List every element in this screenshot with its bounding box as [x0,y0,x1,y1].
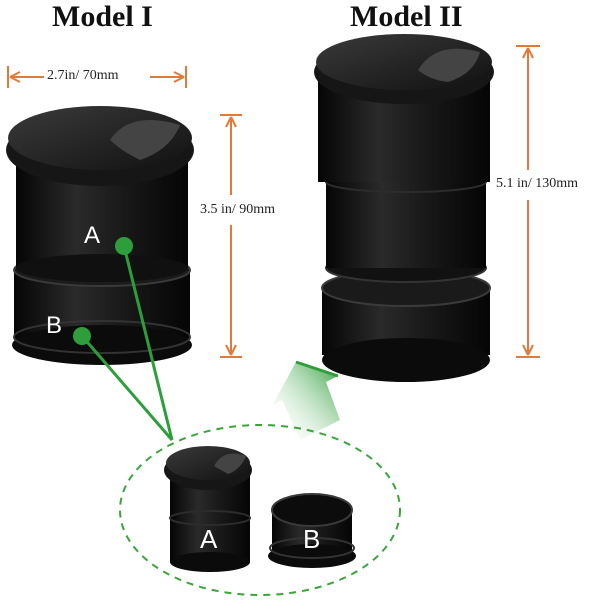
model-2-height-label: 5.1 in/ 130mm [496,176,579,191]
model-2-lid-opening [418,48,480,82]
model-2-title: Model II [350,0,463,33]
model-1-lid-opening [110,120,180,160]
model-1-width-dimension [7,66,187,88]
detail-part-a-label: A [200,524,218,554]
model-2-bottom [322,338,490,382]
model-2-middle-body [326,180,486,268]
part-b-label: B [46,312,63,339]
detail-part-a [164,446,252,572]
model-2-height-dimension [516,45,540,358]
model-1-width-label: 2.7in/ 70mm [47,68,119,83]
model-1-part-a-bottom [16,254,188,282]
part-b-marker [73,327,91,345]
part-a-label: A [84,222,101,249]
model-1-container [6,106,194,365]
pointer-lines [80,245,174,441]
model-1-height-label: 3.5 in/ 90mm [200,202,276,217]
upgrade-arrow-icon [272,360,340,440]
model-1-base-rim-edge [13,320,191,354]
detail-part-b-label: B [303,524,321,554]
detail-dashed-circle [119,424,401,596]
model-1-height-dimension [220,114,242,358]
part-a-marker [115,237,133,255]
model-1-title: Model I [52,0,153,33]
model-2-container [314,34,494,382]
detail-part-b [268,493,356,568]
